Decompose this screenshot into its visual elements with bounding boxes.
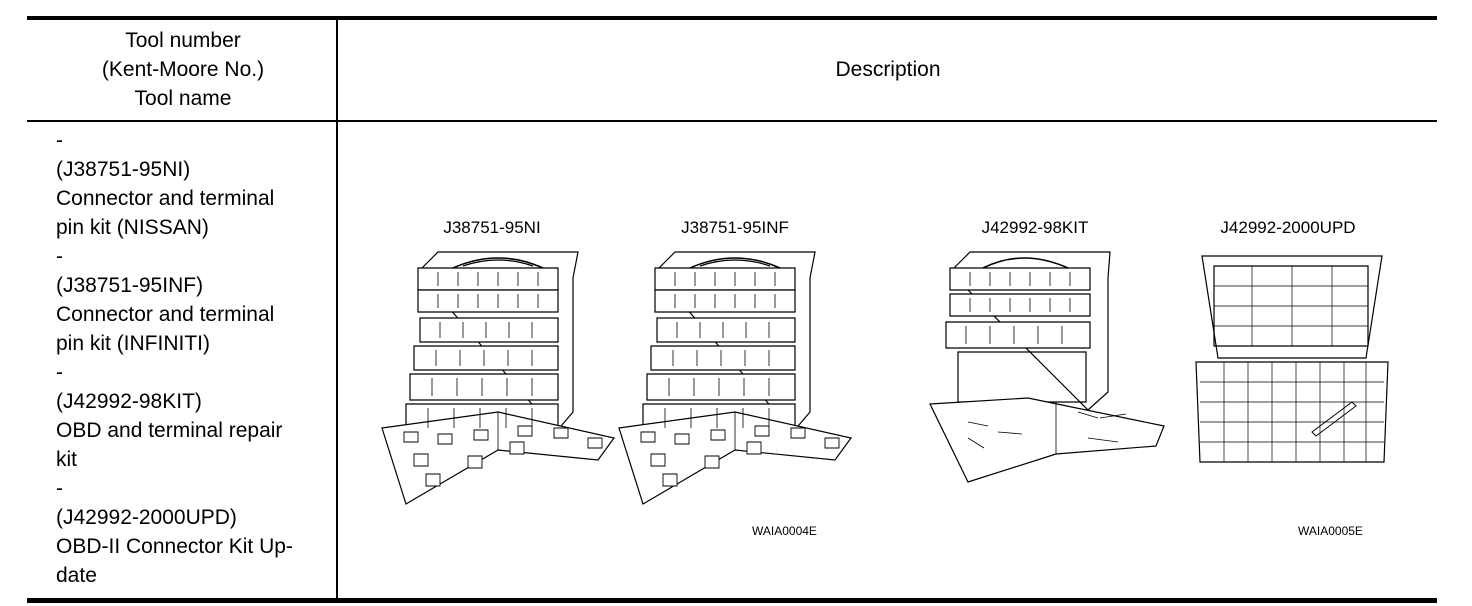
header-line: Tool name	[134, 87, 232, 110]
tool-line: OBD and terminal repair	[56, 419, 283, 442]
tool-line: date	[56, 564, 97, 587]
tool-line: (J38751-95INF)	[56, 274, 204, 297]
header-line: (Kent-Moore No.)	[101, 58, 265, 81]
tool-line: OBD-II Connector Kit Up-	[56, 535, 293, 558]
table-header-rule	[27, 120, 1437, 122]
header-line: Tool number	[125, 29, 241, 52]
connector-kit-nissan-drawing	[378, 242, 618, 504]
figure-code: WAIA0005E	[1298, 524, 1363, 538]
figure-code: WAIA0004E	[752, 524, 817, 538]
tool-list: - (J38751-95NI) Connector and terminal p…	[56, 126, 326, 590]
figure-label: J38751-95INF	[681, 218, 789, 237]
figure-label: J42992-98KIT	[981, 218, 1089, 237]
tool-line: -	[56, 361, 63, 384]
tool-line: -	[56, 129, 63, 152]
obd-terminal-repair-kit-drawing	[928, 242, 1168, 487]
tool-line: (J42992-2000UPD)	[56, 506, 237, 529]
tool-line: -	[56, 477, 63, 500]
figure-label: J38751-95NI	[443, 218, 541, 237]
tool-line: pin kit (INFINITI)	[56, 332, 211, 355]
tool-line: (J42992-98KIT)	[56, 390, 202, 413]
tool-line: -	[56, 245, 63, 268]
tool-line: (J38751-95NI)	[56, 158, 191, 181]
header-description-column: Description	[835, 58, 941, 81]
tool-line: pin kit (NISSAN)	[56, 216, 209, 239]
table-bottom-rule	[27, 598, 1437, 603]
obd-ii-connector-kit-update-drawing	[1192, 252, 1392, 472]
header-tool-column: Tool number (Kent-Moore No.) Tool name	[30, 26, 336, 113]
tool-line: kit	[56, 448, 77, 471]
tool-line: Connector and terminal	[56, 303, 275, 326]
connector-kit-infiniti-drawing	[615, 242, 855, 504]
table-top-rule	[27, 16, 1437, 20]
tool-line: Connector and terminal	[56, 187, 275, 210]
table-column-separator	[336, 18, 338, 600]
figure-label: J42992-2000UPD	[1220, 218, 1356, 237]
